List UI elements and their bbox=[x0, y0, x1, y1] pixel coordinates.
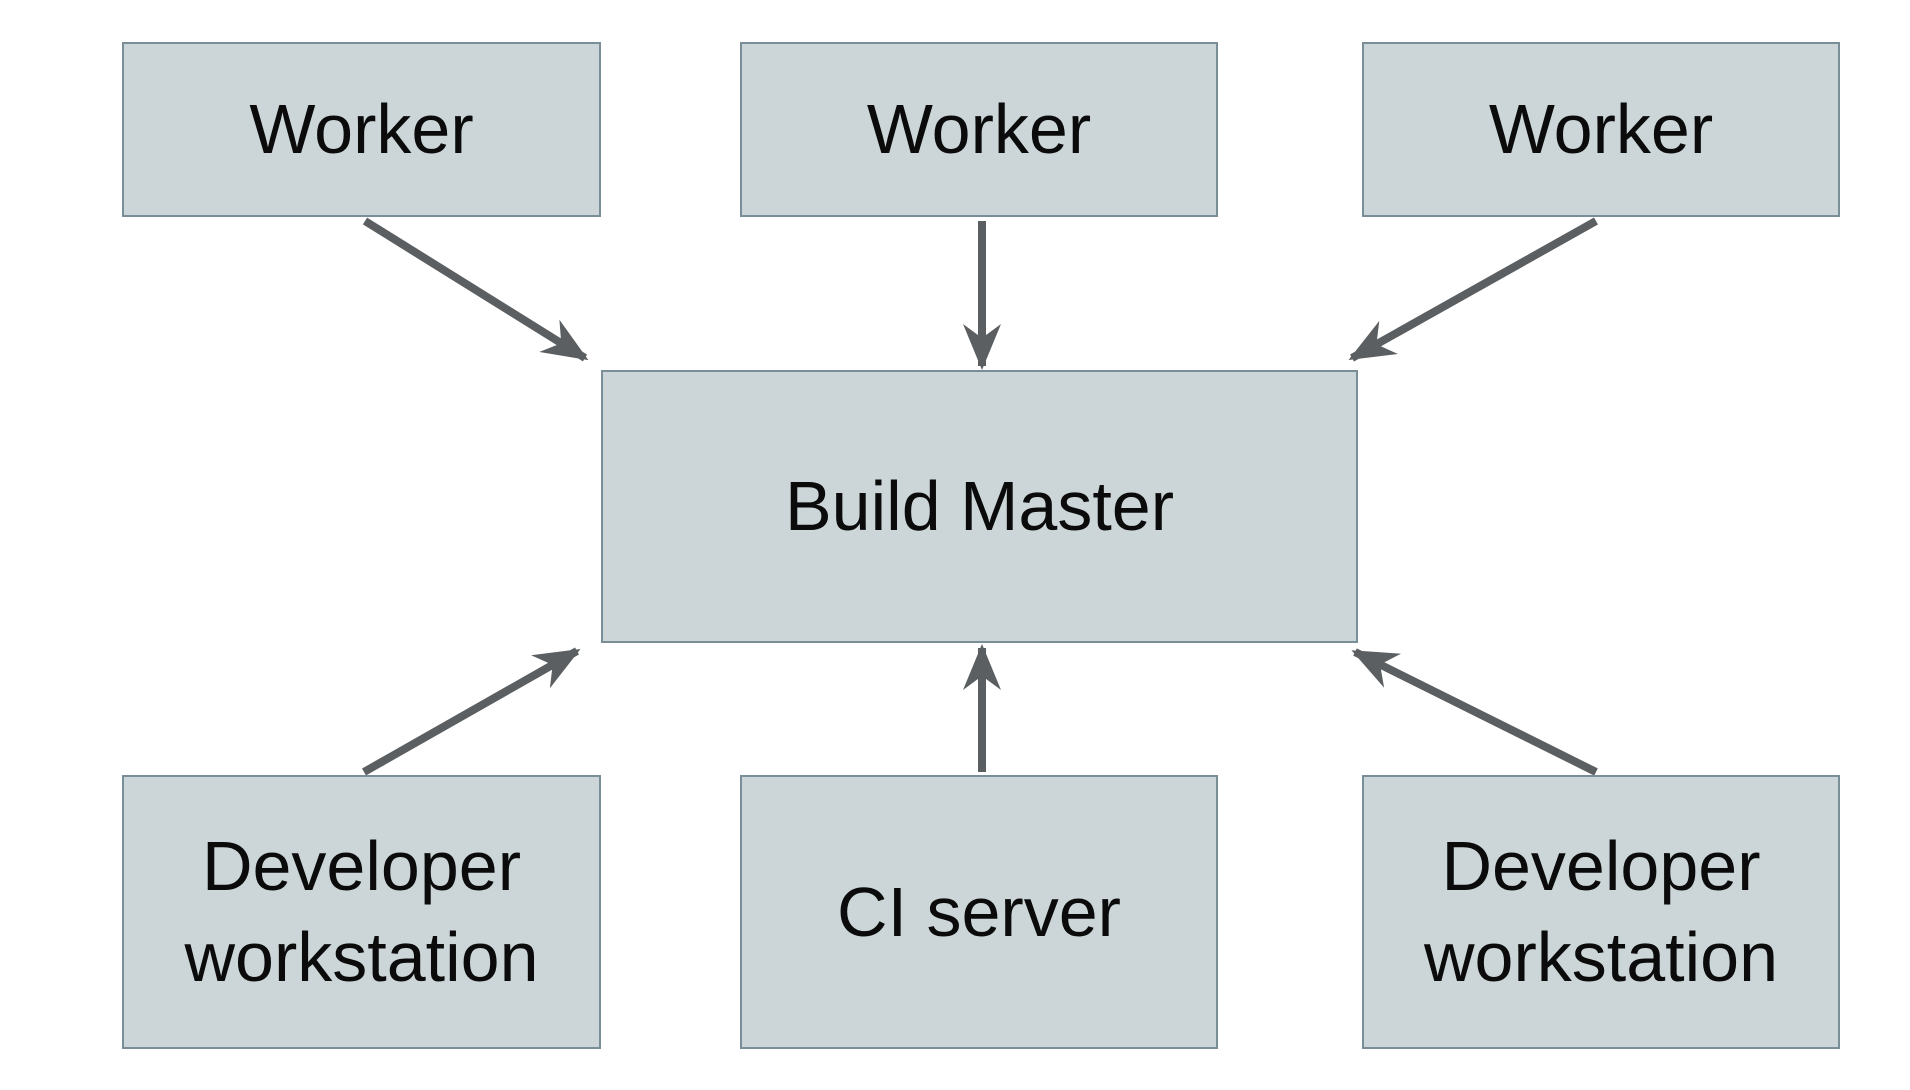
node-label: Developer workstation bbox=[184, 827, 539, 996]
node-developer-workstation-right: Developer workstation bbox=[1362, 775, 1840, 1049]
node-worker-3: Worker bbox=[1362, 42, 1840, 217]
node-label: Developer workstation bbox=[1423, 827, 1779, 996]
node-ci-server: CI server bbox=[740, 775, 1218, 1049]
node-label: Worker bbox=[866, 90, 1092, 168]
node-build-master: Build Master bbox=[601, 370, 1358, 643]
arrow-devleft-to-buildmaster bbox=[362, 647, 581, 776]
arrow-worker3-to-buildmaster bbox=[1348, 217, 1598, 362]
node-worker-1: Worker bbox=[122, 42, 601, 217]
node-worker-2: Worker bbox=[740, 42, 1218, 217]
node-label: CI server bbox=[837, 872, 1121, 951]
node-developer-workstation-left: Developer workstation bbox=[122, 775, 601, 1049]
node-label: Worker bbox=[1488, 90, 1714, 168]
node-label: Build Master bbox=[784, 467, 1175, 545]
node-label: Worker bbox=[249, 90, 474, 168]
arrow-worker1-to-buildmaster bbox=[362, 217, 589, 362]
arrow-devright-to-buildmaster bbox=[1351, 648, 1598, 776]
